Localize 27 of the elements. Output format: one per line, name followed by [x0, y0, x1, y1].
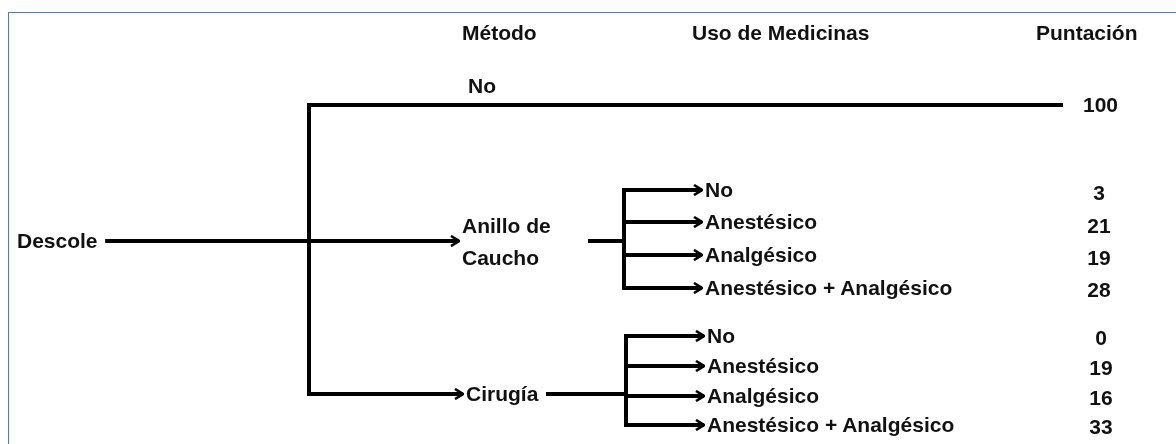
- column-header: Uso de Medicinas: [692, 21, 870, 45]
- score-value: 19: [1087, 246, 1111, 270]
- connector-arrow: [546, 392, 706, 432]
- node-text: Anestésico: [707, 350, 820, 382]
- node-text: Analgésico: [707, 380, 820, 412]
- node-text: Anestésico: [705, 206, 818, 238]
- node-text: Cirugía: [466, 378, 539, 410]
- node-text: Anillo de Caucho: [462, 209, 580, 273]
- edge-label: No: [468, 74, 496, 98]
- node-text: No: [705, 174, 733, 206]
- node-text: Anestésico + Analgésico: [707, 409, 955, 441]
- connector-arrow: [588, 239, 704, 295]
- score-value: 0: [1095, 326, 1107, 350]
- node-text: Descole: [17, 225, 98, 257]
- score-value: 28: [1087, 278, 1111, 302]
- node-text: Analgésico: [705, 239, 818, 271]
- score-value: 21: [1087, 214, 1111, 238]
- connector-arrow: [105, 239, 465, 401]
- node-text: No: [707, 320, 735, 352]
- node-text: 100: [1083, 89, 1119, 121]
- node-text: Anestésico + Analgésico: [705, 272, 953, 304]
- score-value: 33: [1089, 415, 1113, 439]
- column-header: Puntación: [1036, 21, 1138, 45]
- column-header: Método: [462, 21, 537, 45]
- score-value: 3: [1093, 181, 1105, 205]
- score-value: 16: [1089, 386, 1113, 410]
- score-value: 19: [1089, 356, 1113, 380]
